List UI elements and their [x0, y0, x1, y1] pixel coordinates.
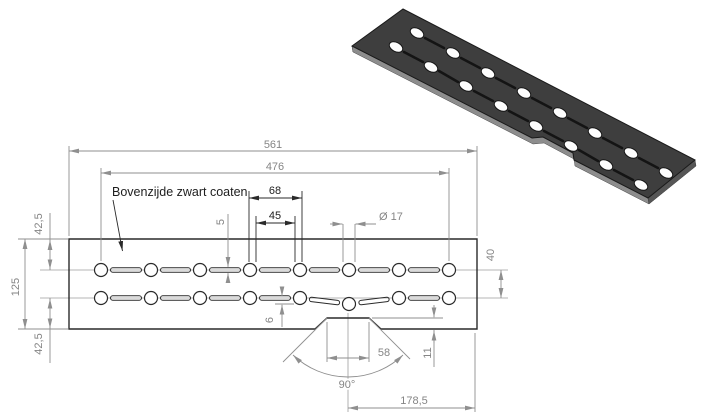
dim-slot-width-label: 5 — [215, 219, 227, 225]
hole — [598, 159, 614, 171]
dim-overall-width-label: 561 — [264, 139, 282, 151]
slot — [408, 267, 440, 273]
iso-slot — [494, 76, 517, 90]
hole — [93, 290, 109, 306]
hole — [292, 290, 308, 306]
slot — [160, 295, 191, 301]
slots-top-row — [110, 267, 440, 273]
hole — [388, 41, 404, 53]
construction-line — [368, 317, 411, 360]
dim-notch-angle-label: 90° — [339, 379, 356, 391]
slot — [259, 267, 291, 273]
dim-hole-pitch-label: 68 — [269, 185, 281, 197]
iso-holes-upper-row — [409, 27, 674, 179]
iso-slot — [507, 109, 530, 123]
hole — [445, 47, 461, 59]
iso-slot — [472, 89, 495, 103]
holes-top-row — [93, 262, 457, 278]
iso-slot — [542, 129, 565, 143]
slot — [110, 295, 142, 301]
hole — [143, 262, 159, 278]
coating-annotation: Bovenzijde zwart coaten — [112, 185, 248, 199]
holes-bottom-row — [93, 290, 457, 312]
dim-margin-bottom-label: 42,5 — [33, 333, 45, 354]
iso-slot — [637, 156, 660, 170]
hole-offset — [341, 296, 357, 312]
hole — [458, 80, 474, 92]
hole — [480, 67, 496, 79]
iso-slot — [459, 56, 482, 70]
dim-slot-length-label: 45 — [269, 210, 281, 222]
hole — [192, 262, 208, 278]
iso-slot — [612, 168, 635, 182]
hole — [493, 100, 509, 112]
dim-notch-to-edge-label: 178,5 — [400, 395, 428, 407]
hole — [242, 290, 258, 306]
hole — [391, 290, 407, 306]
dimensions: 561 476 68 45 5 Ø 17 42,5 — [10, 139, 504, 412]
plate-outline — [68, 238, 478, 330]
iso-holes-lower-row — [388, 41, 649, 191]
slot — [110, 267, 142, 273]
hole — [441, 262, 457, 278]
hole — [552, 107, 568, 119]
iso-slot — [402, 50, 425, 64]
slot — [358, 267, 390, 273]
construction-line — [282, 317, 328, 363]
slot — [160, 267, 191, 273]
isometric-view — [351, 8, 697, 205]
slot-slanted — [308, 296, 341, 306]
slot — [209, 267, 241, 273]
hole — [516, 87, 532, 99]
dim-hole-diameter-label: Ø 17 — [379, 211, 403, 223]
dim-notch-width-label: 58 — [378, 347, 390, 359]
dim-row-spacing-label: 40 — [485, 249, 497, 261]
hole — [143, 290, 159, 306]
plate-top-face — [351, 8, 696, 199]
hole — [441, 290, 457, 306]
hole — [391, 262, 407, 278]
annotation-leader-line — [112, 199, 124, 252]
iso-slot — [437, 69, 460, 84]
slot — [259, 295, 291, 301]
hole — [658, 167, 674, 179]
iso-slot — [577, 148, 600, 163]
hole — [93, 262, 109, 278]
dim-hole-span-label: 476 — [266, 161, 284, 173]
iso-slots-upper-row — [423, 36, 660, 170]
slot-slanted — [358, 296, 390, 306]
iso-slot — [566, 116, 589, 130]
dim-offset-hole-label: 6 — [264, 317, 276, 323]
front-view — [40, 238, 508, 412]
dim-plate-height-label: 125 — [10, 278, 22, 296]
angle-arc — [292, 354, 404, 378]
hole — [563, 140, 579, 152]
slot — [209, 295, 241, 301]
iso-slot — [530, 96, 553, 110]
iso-slot — [601, 136, 624, 150]
dim-notch-depth-label: 11 — [422, 347, 434, 358]
hole — [341, 262, 357, 278]
slots-bottom-row — [110, 295, 440, 306]
hole — [192, 290, 208, 306]
slot — [309, 267, 340, 273]
dim-margin-top-label: 42,5 — [33, 213, 45, 234]
hole — [292, 262, 308, 278]
hole — [242, 262, 258, 278]
hole — [528, 120, 544, 132]
hole — [423, 61, 439, 73]
slot — [408, 295, 440, 301]
iso-slots-lower-row — [402, 50, 635, 182]
hole — [587, 127, 603, 139]
iso-slot — [423, 36, 446, 50]
hole — [623, 147, 639, 159]
hole — [633, 179, 649, 191]
hole — [409, 27, 425, 39]
